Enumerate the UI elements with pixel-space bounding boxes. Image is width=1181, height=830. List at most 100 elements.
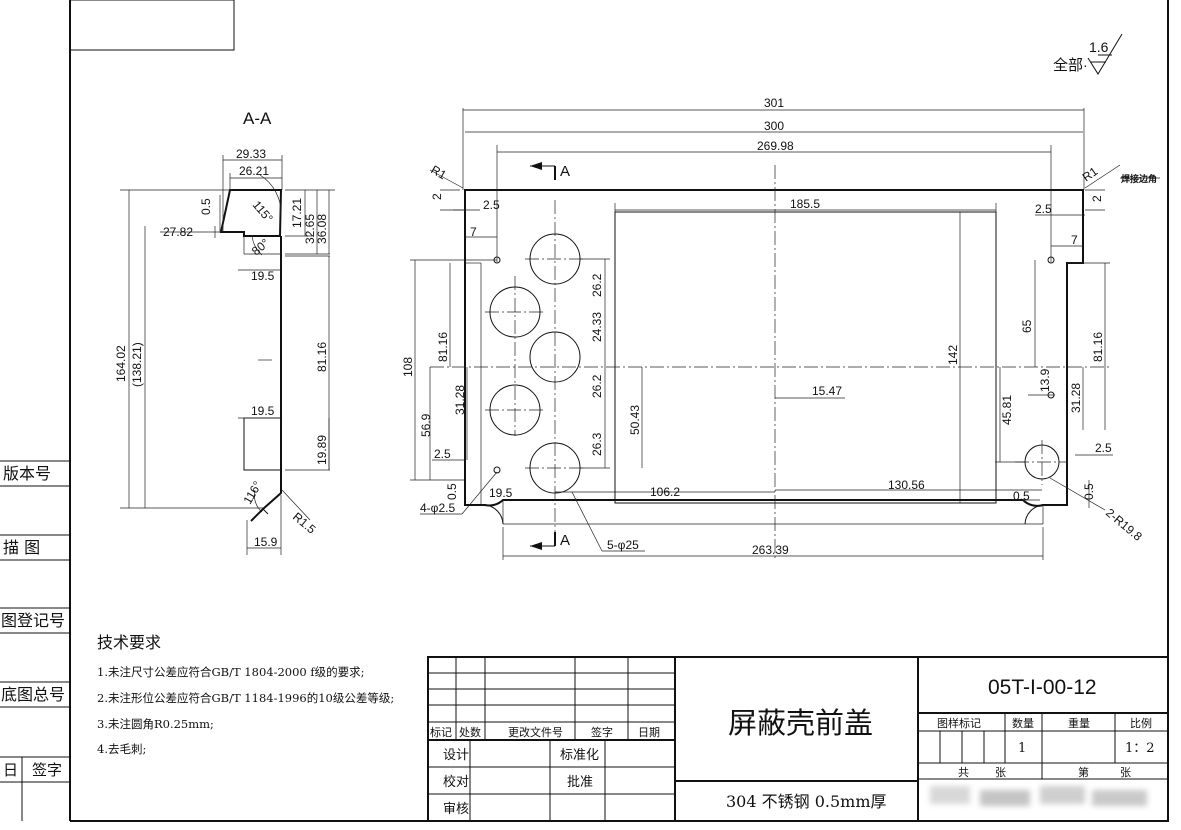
front-dim-56-9: 56.9 [419, 413, 433, 437]
sec-dim-26-21: 26.21 [239, 164, 269, 178]
front-view: A A 301 300 269.98 R1 R1 焊接边角 2 2.5 7 [401, 96, 1160, 560]
sheet-total-unit: 张 [995, 766, 1006, 779]
sheet-total-label: 共 [958, 766, 969, 779]
front-dim-300: 300 [764, 119, 784, 133]
tech-req-item-2: 2.未注形位公差应符合GB/T 1184-1996的10级公差等级; [97, 691, 394, 705]
tech-req-item-3: 3.未注圆角R0.25mm; [97, 717, 214, 731]
front-dim-106-2: 106.2 [650, 485, 680, 499]
front-dim-108: 108 [401, 357, 415, 377]
rev-header-mark: 标记 [430, 725, 452, 739]
role-approve: 批准 [567, 775, 593, 790]
roughness-prefix: 全部 [1053, 56, 1083, 74]
front-dim-269-98: 269.98 [757, 139, 794, 153]
sec-dim-81-16: 81.16 [315, 342, 329, 372]
role-review: 审核 [443, 802, 469, 817]
sec-dim-0-5: 0.5 [199, 198, 213, 215]
front-dim-2-5-left-bottom: 2.5 [434, 447, 451, 461]
technical-requirements: 技术要求 1.未注尺寸公差应符合GB/T 1804-2000 f级的要求; 2.… [97, 633, 394, 756]
side-label-date: 日 [3, 761, 18, 779]
sec-dim-116-deg: 116° [240, 479, 264, 507]
sec-dim-164-02: 164.02 [114, 345, 128, 382]
roughness-dot: · [1083, 57, 1088, 73]
front-dim-263-39: 263.39 [752, 543, 789, 557]
side-label-version: 版本号 [3, 464, 51, 483]
rev-header-doc: 更改文件号 [508, 725, 563, 739]
attr-header-mark: 图样标记 [937, 716, 981, 730]
sec-dim-29-33: 29.33 [236, 147, 266, 161]
sec-dim-19-5-top: 19.5 [251, 269, 275, 283]
front-dim-4-phi-2-5: 4-φ2.5 [420, 501, 455, 515]
title-block: 标记 处数 更改文件号 签字 日期 设计 标准化 校对 批准 审核 屏蔽壳前盖 … [427, 656, 1169, 822]
sec-dim-32-65: 32.65 [303, 214, 317, 244]
front-dim-24-33: 24.33 [590, 312, 604, 342]
tech-req-title: 技术要求 [97, 633, 161, 652]
front-dim-50-43: 50.43 [628, 405, 642, 435]
side-label-base-total: 底图总号 [1, 685, 65, 704]
sec-dim-r1-5: R1.5 [290, 510, 319, 537]
sec-dim-115-deg: 115° [250, 198, 276, 225]
front-dim-0-5-right-h: 0.5 [1013, 489, 1030, 503]
front-dim-26-2-b: 26.2 [590, 374, 604, 398]
front-dim-2-left: 2 [430, 193, 444, 200]
side-label-register: 图登记号 [1, 611, 65, 630]
front-dim-2-5-left-top: 2.5 [483, 198, 500, 212]
attr-header-qty: 数量 [1012, 717, 1034, 730]
front-dim-7-left: 7 [470, 225, 477, 239]
front-dim-13-9: 13.9 [1038, 368, 1052, 392]
front-dim-31-28-left: 31.28 [453, 385, 467, 415]
sec-dim-138-21: (138.21) [130, 342, 144, 387]
front-dim-81-16-right: 81.16 [1091, 332, 1105, 362]
section-mark-bottom: A [560, 532, 570, 549]
sec-dim-19-5-bottom: 19.5 [251, 404, 275, 418]
window-cutout [614, 211, 997, 504]
front-dim-130-56: 130.56 [888, 478, 925, 492]
front-dim-31-28-right: 31.28 [1069, 383, 1083, 413]
sec-dim-36-08: 36.08 [315, 214, 329, 244]
tech-req-item-1: 1.未注尺寸公差应符合GB/T 1804-2000 f级的要求; [97, 665, 365, 679]
front-dim-142: 142 [946, 345, 960, 365]
front-dim-19-5: 19.5 [489, 486, 513, 500]
scale-value: 1：2 [1125, 741, 1155, 756]
front-dim-2-right: 2 [1090, 195, 1104, 202]
front-dim-185-5: 185.5 [790, 197, 820, 211]
roughness-symbol: 全部 · 1.6 [1053, 33, 1123, 75]
drawing-number: 05T-I-00-12 [988, 676, 1097, 699]
quantity-value: 1 [1018, 741, 1026, 756]
front-dim-65: 65 [1020, 319, 1034, 333]
rev-header-date: 日期 [638, 726, 660, 739]
front-dim-45-81: 45.81 [1000, 395, 1014, 425]
material: 304 不锈钢 0.5mm厚 [726, 792, 887, 811]
attr-header-weight: 重量 [1068, 716, 1090, 730]
front-dim-301: 301 [764, 96, 784, 110]
front-dim-7-right: 7 [1071, 233, 1078, 247]
sheet-index-label: 第 [1078, 765, 1089, 779]
plate-outline [464, 189, 1084, 507]
side-label-signature: 签字 [32, 761, 62, 779]
role-check: 校对 [443, 774, 469, 790]
role-standardization: 标准化 [560, 748, 599, 763]
front-dim-5-phi-25: 5-φ25 [607, 538, 639, 552]
sheet-index-unit: 张 [1120, 766, 1131, 779]
front-dim-2-5-right-bottom: 2.5 [1095, 441, 1112, 455]
tech-req-item-4: 4.去毛刺; [97, 742, 146, 756]
front-dim-15-47: 15.47 [812, 384, 842, 398]
rev-header-count: 处数 [459, 726, 481, 739]
section-view-a-a: A-A [114, 109, 335, 555]
front-dim-2-r19-8: 2-R19.8 [1103, 506, 1145, 544]
small-hole-4 [493, 466, 501, 474]
front-dim-r1-left: R1 [429, 162, 450, 182]
roughness-value: 1.6 [1089, 39, 1109, 55]
part-name: 屏蔽壳前盖 [728, 706, 873, 740]
attr-header-scale: 比例 [1130, 716, 1152, 730]
front-dim-81-16-left: 81.16 [436, 332, 450, 362]
front-dim-2-5-right-top: 2.5 [1035, 202, 1052, 216]
side-label-trace: 描 图 [3, 538, 40, 557]
front-dim-26-3: 26.3 [590, 432, 604, 456]
sec-dim-27-82: 27.82 [163, 225, 193, 239]
section-view-title: A-A [243, 109, 272, 128]
redacted-company-name [930, 786, 1147, 806]
role-design: 设计 [443, 748, 469, 763]
front-dim-0-5-left: 0.5 [445, 483, 459, 500]
section-mark-top: A [560, 163, 570, 180]
